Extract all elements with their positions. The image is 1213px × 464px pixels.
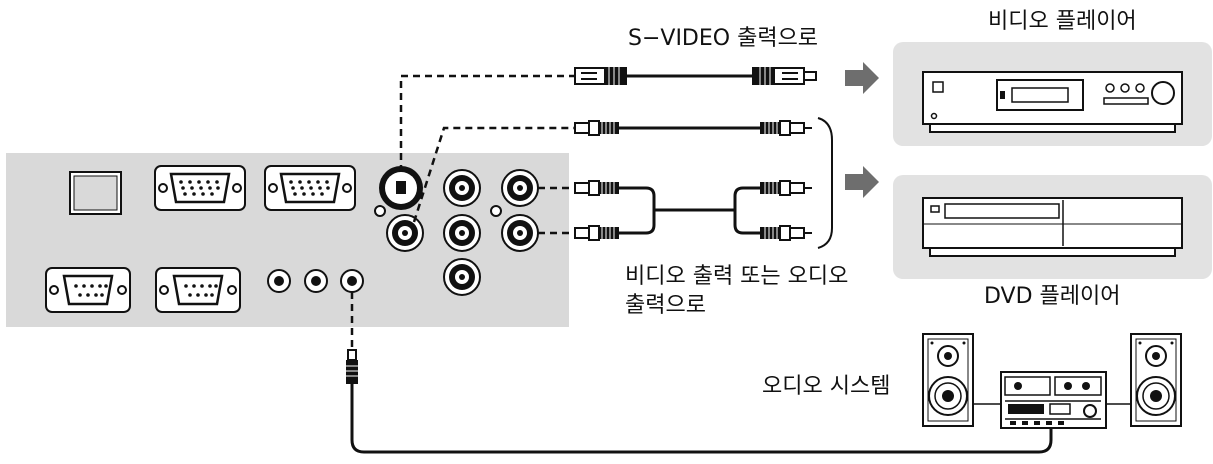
computer-in-1-port bbox=[153, 164, 247, 212]
serial-port bbox=[44, 266, 132, 314]
audio-system-label: 오디오 시스템 bbox=[762, 374, 891, 399]
component-y-jack bbox=[443, 169, 481, 207]
video-rca-cable bbox=[574, 120, 812, 136]
stereo-mini-cable bbox=[346, 349, 1053, 454]
video-player-icon bbox=[893, 42, 1212, 146]
audio-l-jack bbox=[501, 169, 539, 207]
video-in-jack bbox=[386, 214, 424, 252]
mini-jack-1 bbox=[267, 269, 291, 293]
svideo-output-label: S−VIDEO 출력으로 bbox=[628, 26, 819, 51]
video-or-audio-output-label: 비디오 출력 또는 오디오 출력으로 bbox=[625, 264, 849, 318]
arrow-right-icon bbox=[845, 62, 879, 94]
control-port bbox=[154, 266, 242, 314]
video-player-label: 비디오 플레이어 bbox=[988, 9, 1137, 34]
audio-system-icon bbox=[922, 333, 1182, 429]
component-pb-jack bbox=[443, 214, 481, 252]
computer-in-2-port bbox=[263, 164, 357, 212]
audio-out-jack bbox=[340, 269, 364, 293]
component-pr-jack bbox=[443, 258, 481, 296]
mini-jack-2 bbox=[304, 269, 328, 293]
dvd-player-label: DVD 플레이어 bbox=[984, 284, 1121, 309]
dvd-player-icon bbox=[893, 175, 1212, 279]
arrow-right-icon bbox=[845, 166, 879, 198]
audio-rca-cable bbox=[574, 180, 812, 241]
svideo-cable bbox=[574, 66, 817, 86]
audio-r-jack bbox=[501, 214, 539, 252]
svideo-in-jack bbox=[374, 166, 423, 217]
projector-terminal-panel bbox=[6, 153, 569, 327]
bracket bbox=[817, 117, 833, 249]
